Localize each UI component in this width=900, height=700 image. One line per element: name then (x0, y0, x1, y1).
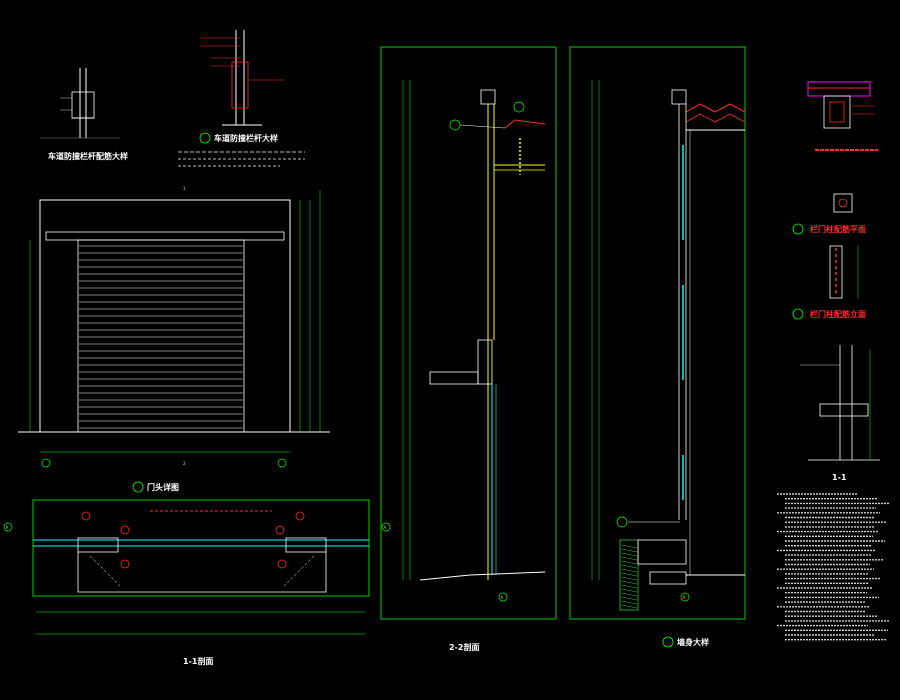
hatch-stroke (620, 596, 638, 601)
grid-mark-a-wall: A (683, 595, 686, 600)
hatch-stroke (620, 564, 638, 569)
rail-bracket-title: 车道防撞栏杆配筋大样 (48, 151, 128, 161)
section-1-1-title: 1-1剖面 (183, 656, 213, 666)
section-2-2: A 2-2剖面 (380, 46, 557, 652)
post-plan: 栏门柱配筋平面 (792, 193, 866, 235)
rail-detail: 车道防撞栏杆大样 (178, 30, 305, 167)
post-elevation: 栏门柱配筋立面 (792, 245, 866, 320)
hatch-stroke (620, 576, 638, 581)
post-plan-title: 栏门柱配筋平面 (810, 224, 866, 234)
hatch-stroke (620, 556, 638, 561)
wall-detail-title: 墙身大样 (677, 637, 709, 647)
section-2-2-title: 2-2剖面 (449, 642, 479, 652)
hatch-stroke (620, 544, 638, 549)
hatch-stroke (620, 572, 638, 577)
rail-detail-title: 车道防撞栏杆大样 (214, 133, 278, 143)
rail-bracket-detail: 车道防撞栏杆配筋大样 (40, 68, 128, 161)
roller-shutter-slats (79, 245, 243, 429)
section-1-1: A A 1-1剖面 (3, 499, 391, 666)
door-elevation: 2 1 门头详图 (18, 186, 330, 493)
hatch-stroke (620, 588, 638, 593)
hatch-stroke (620, 552, 638, 557)
hatch-stroke (620, 580, 638, 585)
soil-hatching (620, 544, 638, 609)
grid-mark-1: 1 (183, 186, 186, 191)
hatch-stroke (620, 568, 638, 573)
grid-mark-a-left: A (6, 525, 9, 530)
small-section: 1-1 (800, 345, 880, 482)
hatch-stroke (620, 560, 638, 565)
door-elevation-title: 门头详图 (147, 482, 179, 492)
hatch-stroke (620, 600, 638, 605)
grid-mark-2: 2 (183, 461, 186, 466)
small-section-title: 1-1 (832, 473, 847, 482)
hatch-stroke (620, 592, 638, 597)
post-elev-title: 栏门柱配筋立面 (810, 309, 866, 319)
grid-mark-a-22: A (501, 595, 504, 600)
hatch-stroke (620, 584, 638, 589)
hatch-stroke (620, 548, 638, 553)
hatch-stroke (620, 604, 638, 609)
wall-detail: A 墙身大样 (569, 46, 746, 648)
grid-mark-a-right: A (384, 525, 387, 530)
design-notes-block (777, 493, 889, 641)
red-detail (807, 81, 878, 151)
